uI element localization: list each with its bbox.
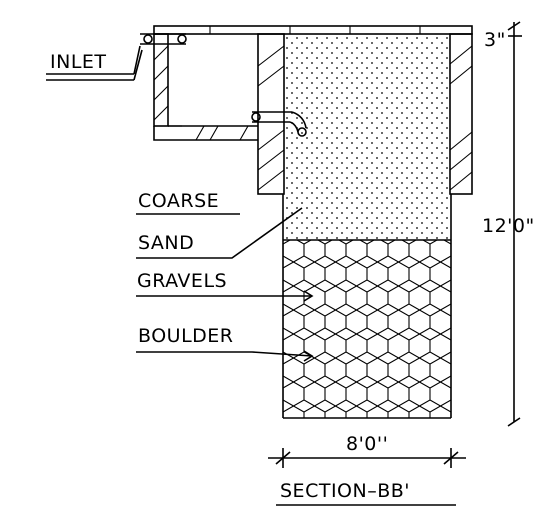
gravels-label: GRAVELS — [137, 270, 227, 292]
inlet-label-group: INLET — [46, 45, 143, 81]
top-slab — [153, 25, 473, 35]
section-title-group: SECTION–BB' — [276, 480, 456, 506]
sand-label: SAND — [138, 232, 194, 254]
top-dimension-label: 3" — [484, 29, 506, 51]
section-title: SECTION–BB' — [280, 480, 410, 502]
width-dimension: 8'0'' — [268, 433, 466, 468]
pit-left-wall — [257, 33, 285, 195]
depth-dimension: 3" 12'0" — [482, 21, 535, 427]
inlet-chamber — [153, 33, 258, 141]
width-label: 8'0'' — [346, 433, 388, 455]
gravels-label-group: GRAVELS — [136, 270, 314, 302]
coarse-sand-label-group: COARSE SAND — [136, 190, 303, 259]
sand-layer — [284, 34, 450, 240]
inlet-pipe — [140, 33, 187, 45]
inlet-label: INLET — [50, 51, 107, 73]
coarse-label: COARSE — [138, 190, 219, 212]
outlet-pipe — [251, 111, 307, 137]
gravel-boulder-layer — [282, 194, 452, 419]
boulder-label-group: BOULDER — [136, 325, 314, 362]
boulder-label: BOULDER — [138, 325, 234, 347]
depth-label: 12'0" — [482, 215, 535, 237]
pit-right-wall — [449, 33, 473, 195]
